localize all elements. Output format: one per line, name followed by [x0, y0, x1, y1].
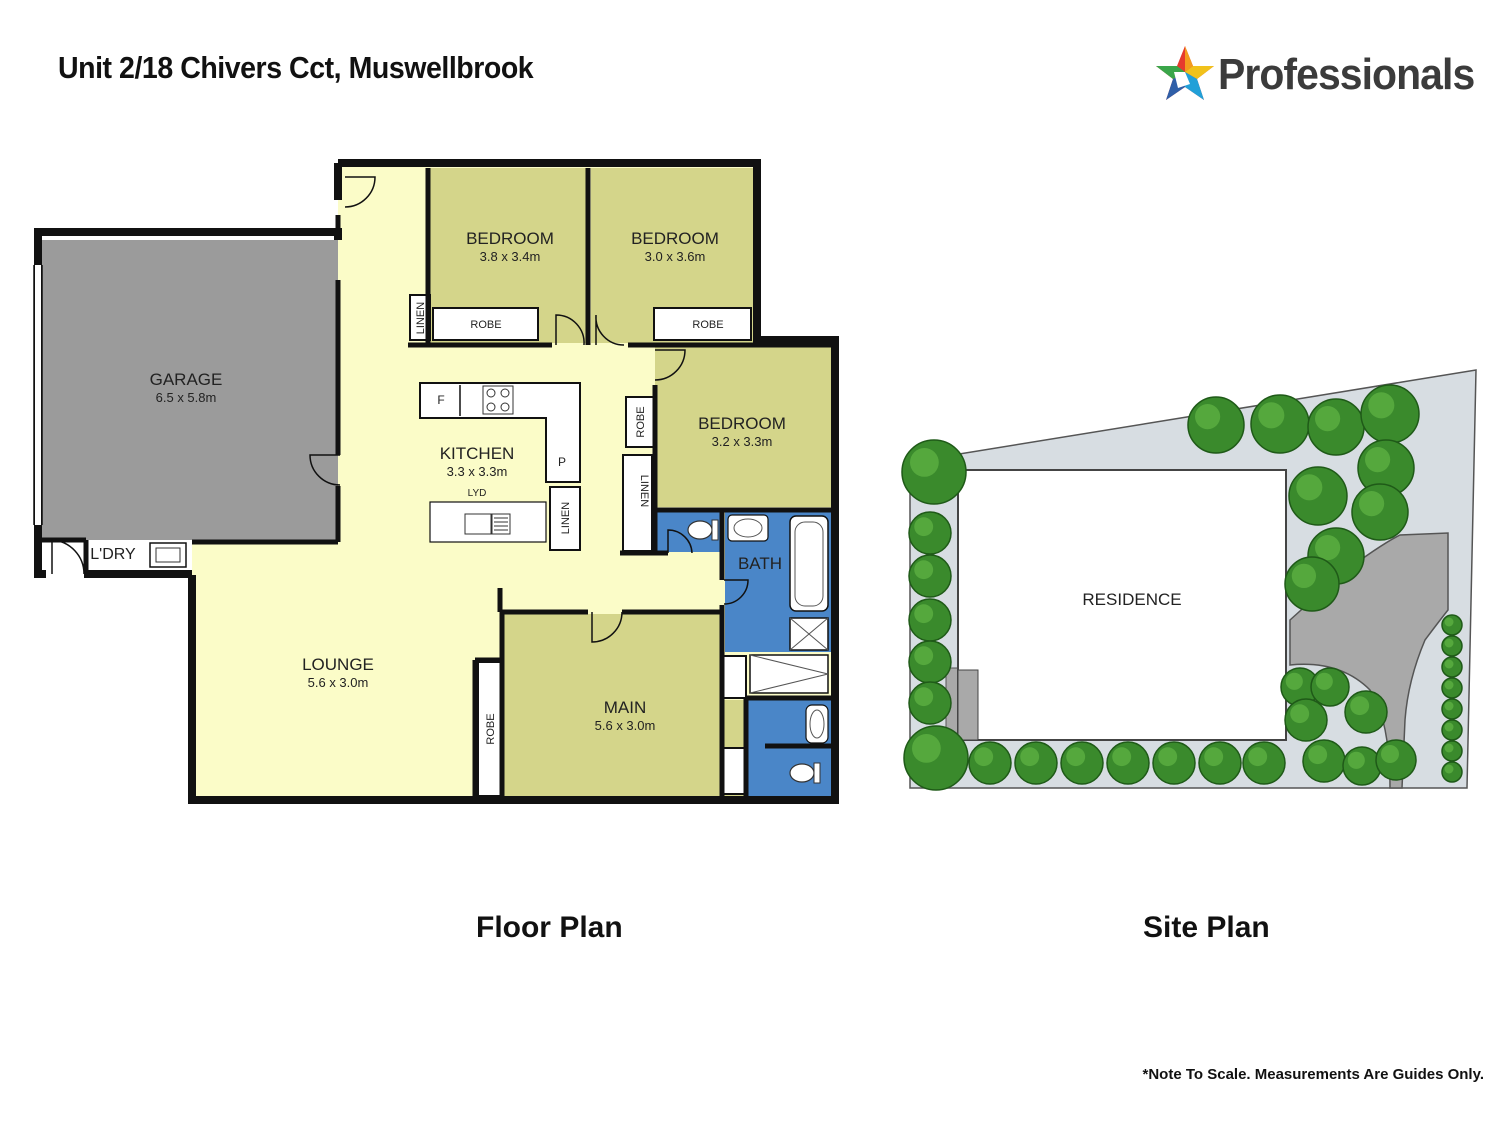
tree-highlight — [1285, 672, 1303, 690]
tree-highlight — [1381, 745, 1399, 763]
tree-highlight — [1158, 747, 1178, 767]
tree-highlight — [1444, 764, 1454, 774]
bedroom-3-room — [655, 345, 832, 507]
linen-label: LINEN — [638, 475, 650, 507]
main-bedroom-room — [502, 614, 722, 796]
scale-note: *Note To Scale. Measurements Are Guides … — [1142, 1066, 1485, 1083]
bedroom-1-label: BEDROOM — [466, 229, 554, 248]
tree-highlight — [974, 747, 994, 767]
tree-highlight — [1444, 722, 1454, 732]
bedroom-3-size: 3.2 x 3.3m — [712, 434, 773, 449]
tree-icons — [901, 384, 1463, 791]
pantry-label: P — [558, 455, 566, 469]
tree-highlight — [1112, 747, 1132, 767]
robe-label: ROBE — [692, 319, 723, 331]
kitchen-size: 3.3 x 3.3m — [447, 464, 508, 479]
bedroom-1-size: 3.8 x 3.4m — [480, 249, 541, 264]
floor-plan-caption: Floor Plan — [476, 911, 623, 944]
main-size: 5.6 x 3.0m — [595, 718, 656, 733]
linen-label: LINEN — [560, 502, 572, 534]
tree-highlight — [1444, 617, 1454, 627]
garage-size: 6.5 x 5.8m — [156, 390, 217, 405]
tree-highlight — [1195, 404, 1221, 430]
tree-highlight — [1444, 638, 1454, 648]
tree-highlight — [1444, 659, 1454, 669]
kitchen-label: KITCHEN — [440, 444, 515, 463]
tree-highlight — [1258, 402, 1285, 429]
tree-highlight — [1204, 747, 1224, 767]
tree-highlight — [914, 604, 934, 624]
tree-highlight — [910, 448, 939, 477]
tree-highlight — [1444, 743, 1454, 753]
laundry-label: L'DRY — [90, 546, 136, 563]
tree-highlight — [1066, 747, 1086, 767]
page-title: Unit 2/18 Chivers Cct, Muswellbrook — [58, 50, 534, 85]
tree-highlight — [914, 646, 934, 666]
tree-highlight — [1368, 392, 1395, 419]
brand-logo: Professionals — [1152, 42, 1482, 108]
tree-highlight — [1290, 704, 1310, 724]
fridge-label: F — [437, 393, 444, 407]
tree-highlight — [1315, 672, 1333, 690]
star-logo-icon — [1156, 46, 1214, 100]
tree-highlight — [1291, 563, 1317, 589]
bath-label: BATH — [738, 554, 782, 573]
robe-label: ROBE — [485, 713, 497, 744]
tree-highlight — [1020, 747, 1040, 767]
tree-highlight — [1296, 474, 1323, 501]
lyd-label: LYD — [468, 488, 487, 499]
tree-highlight — [1308, 745, 1328, 765]
tree-highlight — [1248, 747, 1268, 767]
robe-label: ROBE — [635, 406, 647, 437]
garage-room — [38, 240, 338, 540]
tree-highlight — [1359, 491, 1385, 517]
main-label: MAIN — [604, 698, 647, 717]
tree-highlight — [1350, 696, 1370, 716]
tree-highlight — [914, 560, 934, 580]
tree-highlight — [1444, 701, 1454, 711]
tree-highlight — [914, 517, 934, 537]
bedroom-2-size: 3.0 x 3.6m — [645, 249, 706, 264]
tree-highlight — [1347, 751, 1365, 769]
residence-label: RESIDENCE — [1082, 590, 1181, 609]
tree-highlight — [914, 687, 934, 707]
robe-label: ROBE — [470, 319, 501, 331]
tree-highlight — [1315, 535, 1341, 561]
tree-highlight — [1365, 447, 1391, 473]
tree-highlight — [1315, 406, 1341, 432]
brand-name: Professionals — [1218, 50, 1475, 99]
tree-highlight — [912, 734, 941, 763]
tree-highlight — [1444, 680, 1454, 690]
lounge-size: 5.6 x 3.0m — [308, 675, 369, 690]
site-plan-caption: Site Plan — [1143, 911, 1270, 944]
lounge-label: LOUNGE — [302, 655, 374, 674]
garage-label: GARAGE — [150, 370, 223, 389]
bedroom-3-label: BEDROOM — [698, 414, 786, 433]
site-plan-diagram: RESIDENCE — [901, 369, 1477, 791]
linen-label: LINEN — [415, 302, 427, 334]
bedroom-2-label: BEDROOM — [631, 229, 719, 248]
